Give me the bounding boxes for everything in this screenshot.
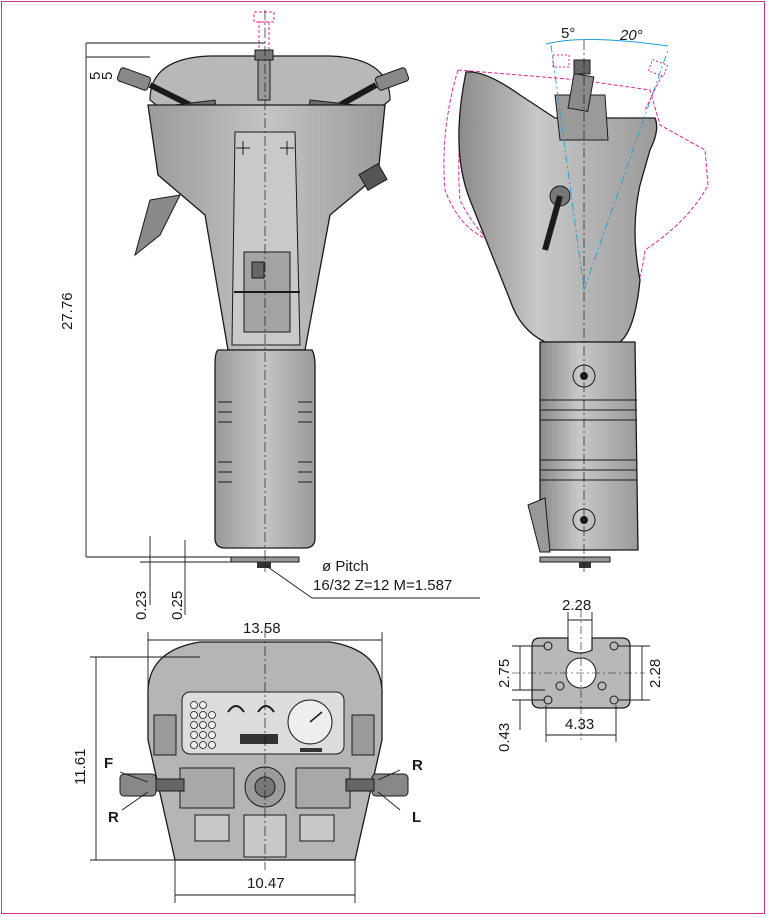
side-angle-arc xyxy=(545,38,669,47)
dim-pitch-line2: 16/32 Z=12 M=1.587 xyxy=(313,577,452,594)
side-grip-ribs xyxy=(540,399,637,481)
label-R-right: R xyxy=(412,757,423,774)
side-cable-boot xyxy=(527,497,551,553)
label-L: L xyxy=(412,809,421,826)
side-trigger xyxy=(542,195,563,251)
top-dimension-lines xyxy=(90,632,401,903)
dim-bottom-b: 0.25 xyxy=(169,591,186,620)
front-side-trigger xyxy=(134,194,181,257)
side-base-plate xyxy=(539,556,611,563)
top-gauge-b xyxy=(257,705,275,713)
flange-view xyxy=(512,610,645,740)
top-indicator-grid xyxy=(190,701,216,749)
top-digital-readout xyxy=(240,734,278,744)
label-F: F xyxy=(104,755,113,772)
side-ghost-knob-a xyxy=(552,54,570,68)
front-right-knob xyxy=(338,67,410,108)
front-switch-key xyxy=(251,261,265,279)
front-connector xyxy=(358,163,388,191)
dim-flange-top: 2.28 xyxy=(562,597,591,614)
dim-flange-right: 2.28 xyxy=(647,659,664,688)
side-axis-5deg xyxy=(550,44,585,291)
front-view xyxy=(116,10,410,572)
dim-flange-left: 2.75 xyxy=(496,659,513,688)
dim-angle-small: 5° xyxy=(561,25,575,42)
front-ghost-shaft xyxy=(258,21,270,51)
front-left-knob xyxy=(116,67,192,108)
front-ghost-knob xyxy=(253,11,275,23)
dim-front-top-b: 5 xyxy=(99,72,116,80)
dim-top-base-width: 10.47 xyxy=(247,875,285,892)
side-lever-knob xyxy=(573,59,591,75)
top-right-switch xyxy=(295,767,351,809)
side-lever xyxy=(567,72,595,113)
side-axis-20deg xyxy=(583,49,669,291)
side-lower-body xyxy=(539,341,639,551)
top-button-c xyxy=(299,814,335,842)
front-crosshairs xyxy=(236,141,294,155)
front-pinion xyxy=(257,562,271,568)
front-knob xyxy=(254,49,274,61)
dim-top-width: 13.58 xyxy=(243,620,281,637)
top-view xyxy=(119,628,409,870)
top-gauge-a xyxy=(227,705,245,713)
dim-flange-width: 4.33 xyxy=(565,716,594,733)
dim-flange-offset: 0.43 xyxy=(496,723,513,752)
front-grip-ribs xyxy=(218,401,312,483)
top-right-knob xyxy=(371,773,409,797)
top-right-pad xyxy=(351,714,375,756)
top-left-switch xyxy=(179,767,235,809)
dim-angle-large: 20° xyxy=(619,27,643,44)
front-shaft xyxy=(257,59,271,101)
dim-bottom-a: 0.23 xyxy=(133,591,150,620)
dim-top-height: 11.61 xyxy=(72,749,89,785)
dim-pitch-line1: ø Pitch xyxy=(322,558,369,575)
front-dimension-lines xyxy=(85,42,480,615)
top-button-a xyxy=(194,814,230,842)
side-view xyxy=(443,38,709,572)
dim-height: 27.76 xyxy=(59,292,76,330)
side-ghost-knob-b xyxy=(647,58,669,78)
label-R-left: R xyxy=(108,809,119,826)
flange-dimension-lines xyxy=(512,612,650,742)
dim-front-top-a: 5 xyxy=(87,72,104,80)
top-left-knob xyxy=(119,773,157,797)
top-left-pad xyxy=(153,714,177,756)
